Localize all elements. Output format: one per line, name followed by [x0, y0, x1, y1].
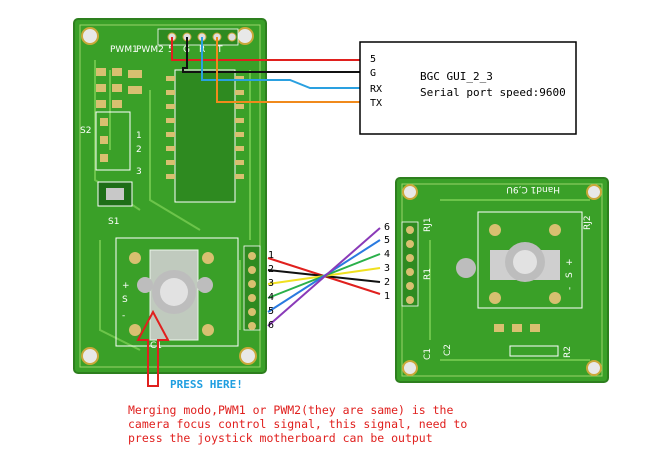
wire-5	[171, 37, 368, 61]
ic-chip	[166, 69, 244, 203]
label-s: S	[122, 295, 128, 305]
serial-pin-rx: RX	[370, 84, 382, 95]
wire-rx	[201, 37, 368, 89]
label-r1: R1	[423, 268, 433, 280]
note-line-3: press the joystick motherboard can be ou…	[128, 431, 433, 445]
label-2: 2	[136, 145, 142, 155]
left-pin-5: 5	[268, 306, 274, 317]
label-c2-right: C2	[443, 344, 453, 356]
joystick-module-right: + S -	[456, 211, 583, 309]
serial-box: 5 G RX TX BGC GUI_2_3 Serial port speed:…	[359, 41, 577, 135]
left-pin-6: 6	[268, 320, 274, 331]
wire-tx	[216, 37, 368, 103]
right-pin-4: 4	[384, 249, 390, 260]
serial-pin-g: G	[370, 68, 376, 79]
serial-title: BGC GUI_2_3	[420, 70, 493, 83]
label-r2-right: R2	[563, 346, 573, 358]
label-minus-right: -	[565, 287, 575, 290]
label-5: 5	[168, 45, 174, 55]
switch-s2: S2 1 2 3	[80, 111, 142, 177]
right-pin-2: 2	[384, 277, 390, 288]
label-s-right: S	[565, 272, 575, 278]
label-top: Hand1 C,9U	[506, 184, 560, 194]
label-c1-right: C1	[423, 348, 433, 360]
label-3: 3	[136, 167, 142, 177]
label-plus-right: +	[565, 258, 575, 266]
switch-s1: S1	[97, 181, 133, 227]
label-t: T	[216, 45, 223, 55]
left-side-connector	[243, 245, 261, 331]
label-minus: -	[122, 311, 125, 321]
left-pin-4: 4	[268, 292, 274, 303]
cross-wire-6	[267, 227, 381, 327]
label-pwm2: PWM2	[136, 45, 164, 55]
right-pcb-board: Hand1 C,9U RJ1 RJ2 R1 + S - C1 C2 R2	[395, 177, 609, 383]
wire-g	[182, 37, 368, 73]
label-pwm1: PWM1	[110, 45, 138, 55]
label-s2: S2	[80, 126, 91, 136]
label-rj1: RJ1	[423, 217, 433, 232]
left-pin-numbers: 1 2 3 4 5 6	[268, 250, 274, 331]
note-line-2: camera focus control signal, this signal…	[128, 417, 467, 431]
serial-pin-tx: TX	[370, 98, 382, 109]
joystick-module-left: + S - C1	[115, 237, 239, 351]
left-pin-1: 1	[268, 250, 274, 261]
right-pin-5: 5	[384, 235, 390, 246]
left-pcb-board: PWM1 PWM2 5 G R T	[73, 18, 267, 374]
serial-pin-5: 5	[370, 54, 376, 65]
label-1: 1	[136, 131, 142, 141]
right-pin-numbers: 6 5 4 3 2 1	[384, 222, 390, 302]
label-c1: C1	[150, 341, 162, 351]
label-plus: +	[122, 281, 130, 291]
right-pin-3: 3	[384, 263, 390, 274]
label-s1: S1	[108, 217, 119, 227]
serial-speed: Serial port speed:9600	[420, 86, 566, 99]
label-rj2: RJ2	[583, 215, 593, 230]
serial-wires	[171, 37, 368, 103]
press-annotation: PRESS HERE!	[136, 309, 243, 391]
left-pin-2: 2	[268, 264, 274, 275]
crossed-wires	[267, 227, 381, 327]
press-here-label: PRESS HERE!	[170, 378, 243, 391]
left-pin-3: 3	[268, 278, 274, 289]
note-line-1: Merging modo,PWM1 or PWM2(they are same)…	[128, 403, 453, 417]
right-pin-6: 6	[384, 222, 390, 233]
right-pin-1: 1	[384, 291, 390, 302]
arrow-up-icon	[136, 309, 170, 387]
